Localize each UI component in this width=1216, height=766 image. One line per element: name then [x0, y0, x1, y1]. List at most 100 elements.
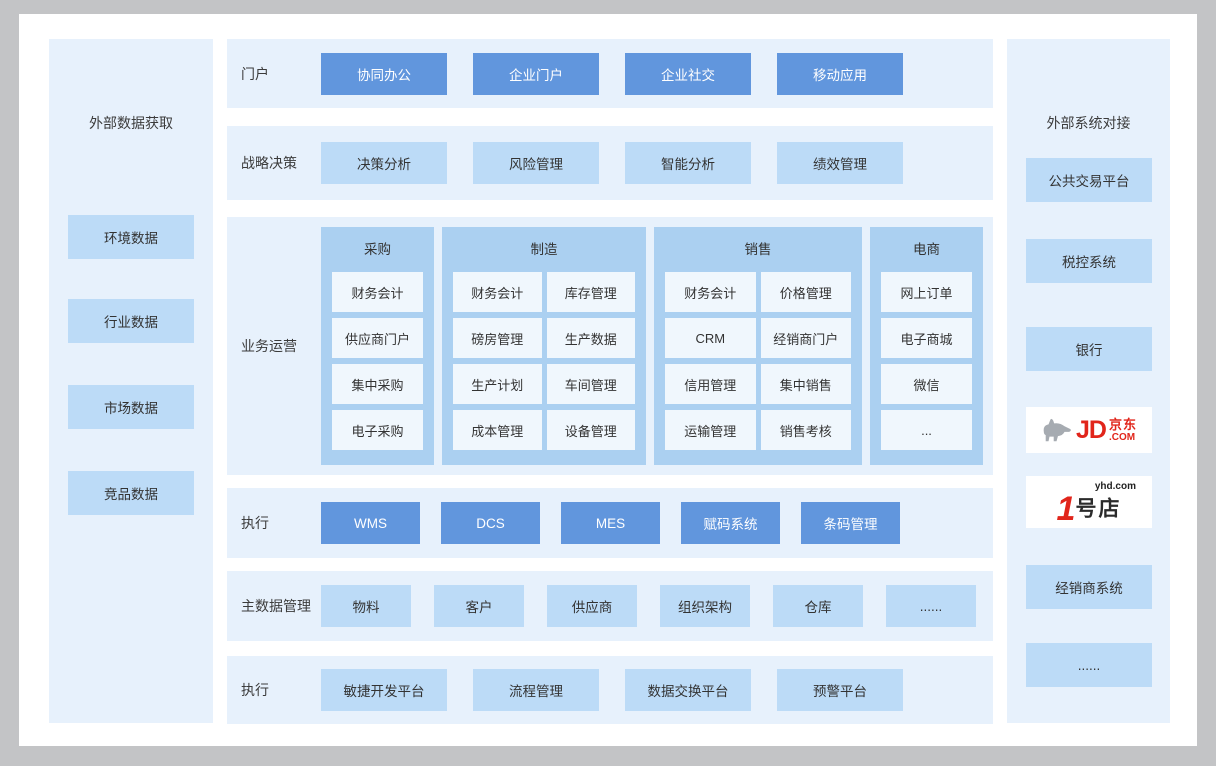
manufacturing-cell-cost-management: 成本管理	[453, 410, 542, 450]
row-platform-label: 执行	[241, 682, 269, 698]
procurement-cell-supplier-portal: 供应商门户	[332, 318, 423, 358]
strategy-box-intelligent-analysis: 智能分析	[625, 142, 751, 184]
strategy-box-risk-management: 风险管理	[473, 142, 599, 184]
portal-box-mobile-app: 移动应用	[777, 52, 903, 95]
column-title-sales: 销售	[744, 242, 772, 257]
master-data-box-org-structure: 组织架构	[660, 585, 750, 627]
external-data-item-competitor: 竞品数据	[68, 471, 194, 515]
jd-logo: JD 京东 .COM	[1026, 407, 1152, 453]
manufacturing-cell-equipment-management: 设备管理	[546, 410, 635, 450]
execution-box-barcode-management: 条码管理	[801, 502, 900, 544]
row-master-data-label: 主数据管理	[241, 598, 311, 614]
master-data-box-material: 物料	[321, 585, 411, 627]
platform-box-process-management: 流程管理	[473, 669, 599, 711]
external-system-public-trading-platform: 公共交易平台	[1026, 158, 1152, 202]
procurement-cell-financial-accounting: 财务会计	[332, 272, 423, 312]
execution-buttons: WMS DCS MES 赋码系统 条码管理	[321, 502, 900, 544]
external-system-more: ......	[1026, 643, 1152, 687]
manufacturing-cell-inventory-management: 库存管理	[546, 272, 635, 312]
yhd-logo-site: yhd.com	[1094, 481, 1136, 492]
row-strategy-label: 战略决策	[241, 155, 297, 171]
business-column-manufacturing: 制造 财务会计 库存管理 磅房管理 生产数据 生产计划 车间管理 成本管理 设备…	[442, 227, 646, 465]
row-portal-label: 门户	[241, 65, 269, 82]
ecommerce-cell-more: ...	[881, 410, 972, 450]
sales-cell-credit-management: 信用管理	[665, 364, 756, 404]
external-system-bank: 银行	[1026, 327, 1152, 371]
ecommerce-cells: 网上订单 电子商城 微信 ...	[870, 272, 983, 450]
execution-box-mes: MES	[561, 502, 660, 544]
strategy-box-performance-management: 绩效管理	[777, 142, 903, 184]
master-data-box-more: ......	[886, 585, 976, 627]
left-panel-title: 外部数据获取	[89, 115, 173, 131]
strategy-buttons: 决策分析 风险管理 智能分析 绩效管理	[321, 142, 903, 184]
row-platform-execution: 执行 敏捷开发平台 流程管理 数据交换平台 预警平台	[227, 656, 993, 724]
manufacturing-cell-financial-accounting: 财务会计	[453, 272, 542, 312]
row-strategy: 战略决策 决策分析 风险管理 智能分析 绩效管理	[227, 126, 993, 200]
master-data-box-warehouse: 仓库	[773, 585, 863, 627]
column-title-manufacturing: 制造	[530, 242, 558, 257]
platform-box-early-warning-platform: 预警平台	[777, 669, 903, 711]
business-column-sales: 销售 财务会计 价格管理 CRM 经销商门户 信用管理 集中销售 运输管理 销售…	[654, 227, 862, 465]
procurement-cells: 财务会计 供应商门户 集中采购 电子采购	[321, 272, 434, 450]
diagram-canvas: 外部数据获取 环境数据 行业数据 市场数据 竞品数据 门户 协同办公 企业门户 …	[19, 14, 1197, 746]
ecommerce-cell-online-mall: 电子商城	[881, 318, 972, 358]
portal-box-enterprise-social: 企业社交	[625, 52, 751, 95]
sales-cell-dealer-portal: 经销商门户	[760, 318, 851, 358]
right-panel-external-systems: 外部系统对接 公共交易平台 税控系统 银行 JD 京东 .COM yhd.com…	[1007, 39, 1170, 723]
row-execution: 执行 WMS DCS MES 赋码系统 条码管理	[227, 488, 993, 558]
right-panel-title: 外部系统对接	[1046, 115, 1131, 131]
column-title-procurement: 采购	[364, 242, 391, 257]
row-business-label: 业务运营	[241, 338, 297, 354]
manufacturing-cell-production-data: 生产数据	[546, 318, 635, 358]
external-data-item-market: 市场数据	[68, 385, 194, 429]
platform-buttons: 敏捷开发平台 流程管理 数据交换平台 预警平台	[321, 669, 903, 711]
row-business-operations: 业务运营 采购 财务会计 供应商门户 集中采购 电子采购 制造 财务会计 库存	[227, 217, 993, 475]
sales-cell-centralized-sales: 集中销售	[760, 364, 851, 404]
jd-logo-com: .COM	[1108, 431, 1136, 443]
external-data-item-industry: 行业数据	[68, 299, 194, 343]
row-master-data: 主数据管理 物料 客户 供应商 组织架构 仓库 ......	[227, 571, 993, 641]
ecommerce-cell-wechat: 微信	[881, 364, 972, 404]
master-data-buttons: 物料 客户 供应商 组织架构 仓库 ......	[321, 585, 976, 627]
row-portal: 门户 协同办公 企业门户 企业社交 移动应用	[227, 39, 993, 108]
execution-box-dcs: DCS	[441, 502, 540, 544]
jd-logo-chinese: 京东	[1108, 416, 1137, 432]
portal-box-enterprise-portal: 企业门户	[473, 52, 599, 95]
master-data-box-supplier: 供应商	[547, 585, 637, 627]
platform-box-data-exchange-platform: 数据交换平台	[625, 669, 751, 711]
jd-logo-mark: JD	[1076, 415, 1107, 444]
procurement-cell-centralized-procurement: 集中采购	[332, 364, 423, 404]
sales-cells: 财务会计 价格管理 CRM 经销商门户 信用管理 集中销售 运输管理 销售考核	[654, 272, 862, 450]
manufacturing-cell-workshop-management: 车间管理	[546, 364, 635, 404]
business-columns: 采购 财务会计 供应商门户 集中采购 电子采购 制造 财务会计 库存管理 磅房管…	[321, 227, 983, 465]
manufacturing-cell-production-planning: 生产计划	[453, 364, 542, 404]
master-data-box-customer: 客户	[434, 585, 524, 627]
execution-box-coding-system: 赋码系统	[681, 502, 780, 544]
business-column-procurement: 采购 财务会计 供应商门户 集中采购 电子采购	[321, 227, 434, 465]
strategy-box-decision-analysis: 决策分析	[321, 142, 447, 184]
portal-buttons: 协同办公 企业门户 企业社交 移动应用	[321, 52, 903, 95]
sales-cell-sales-assessment: 销售考核	[760, 410, 851, 450]
sales-cell-financial-accounting: 财务会计	[665, 272, 756, 312]
manufacturing-cell-weighbridge-management: 磅房管理	[453, 318, 542, 358]
external-system-dealer-system: 经销商系统	[1026, 565, 1152, 609]
external-system-tax-control: 税控系统	[1026, 239, 1152, 283]
ecommerce-cell-online-orders: 网上订单	[881, 272, 972, 312]
main-architecture-rows: 门户 协同办公 企业门户 企业社交 移动应用 战略决策 决策分析 风险管理 智能…	[227, 14, 993, 746]
portal-box-collab-office: 协同办公	[321, 52, 447, 95]
row-execution-label: 执行	[241, 515, 269, 531]
manufacturing-cells: 财务会计 库存管理 磅房管理 生产数据 生产计划 车间管理 成本管理 设备管理	[442, 272, 646, 450]
platform-box-agile-dev-platform: 敏捷开发平台	[321, 669, 447, 711]
procurement-cell-e-procurement: 电子采购	[332, 410, 423, 450]
execution-box-wms: WMS	[321, 502, 420, 544]
sales-cell-crm: CRM	[665, 318, 756, 358]
yhd-logo-mark: 1号店	[1056, 490, 1122, 528]
sales-cell-transport-management: 运输管理	[665, 410, 756, 450]
yhd-logo: yhd.com 1号店	[1026, 476, 1152, 528]
sales-cell-price-management: 价格管理	[760, 272, 851, 312]
business-column-ecommerce: 电商 网上订单 电子商城 微信 ...	[870, 227, 983, 465]
column-title-ecommerce: 电商	[913, 242, 940, 257]
jd-dog-icon	[1043, 418, 1071, 442]
left-panel-external-data: 外部数据获取 环境数据 行业数据 市场数据 竞品数据	[49, 39, 213, 723]
external-data-item-environment: 环境数据	[68, 215, 194, 259]
